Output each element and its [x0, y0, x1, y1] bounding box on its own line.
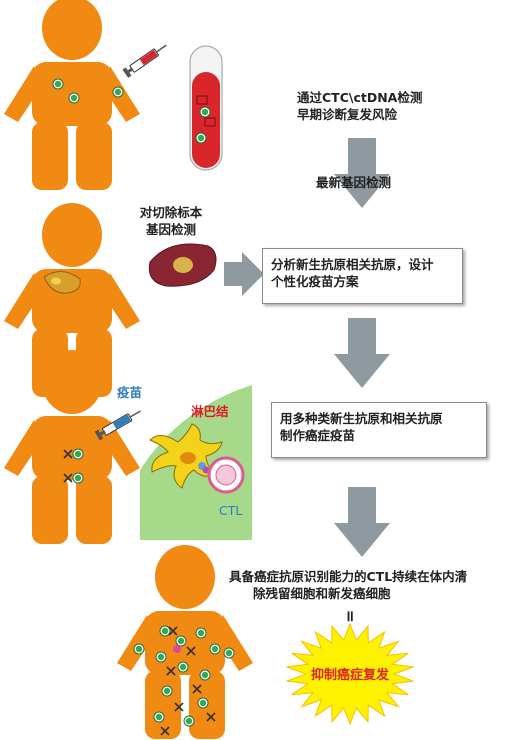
- step4-line1: 具备癌症抗原识别能力的CTL持续在体内清: [229, 569, 468, 584]
- design-line2: 个性化疫苗方案: [271, 274, 359, 289]
- gene-test-label: 最新基因检测: [316, 175, 392, 190]
- vaccine-label: 疫苗: [117, 385, 143, 400]
- step4-description: 具备癌症抗原识别能力的CTL持续在体内清 除残留细胞和新发癌细胞: [229, 568, 499, 602]
- liver-specimen-icon: [148, 243, 217, 287]
- arrow-down-2: [334, 318, 390, 388]
- arrow-right-1: [224, 252, 264, 296]
- ctl-cell-icon: [207, 456, 245, 494]
- step1-line1: 通过CTC\ctDNA检测: [297, 90, 423, 105]
- resection-label: 对切除标本 基因检测: [134, 204, 208, 238]
- step4-line2: 除残留细胞和新发癌细胞: [253, 586, 391, 601]
- arrow-down-3: [334, 487, 390, 557]
- lymph-node-label: 淋巴结: [191, 404, 229, 419]
- dendritic-cell-icon: [149, 423, 223, 489]
- arrow-down-1: [334, 138, 390, 208]
- design-line1: 分析新生抗原相关抗原，设计: [271, 257, 434, 272]
- person-4: [117, 545, 253, 739]
- person-2: [4, 203, 140, 397]
- result-burst: [286, 622, 414, 726]
- result-label: 抑制癌症复发: [310, 668, 389, 683]
- equals-sign: ॥: [345, 607, 354, 625]
- vaccine-design-box: 分析新生抗原相关抗原，设计 个性化疫苗方案: [262, 248, 463, 304]
- person-3: [4, 350, 140, 544]
- step1-description: 通过CTC\ctDNA检测 早期诊断复发风险: [297, 89, 487, 123]
- blood-test-tube-icon: [189, 45, 223, 171]
- production-line2: 制作癌症疫苗: [280, 428, 356, 443]
- vaccine-production-box: 用多种类新生抗原和相关抗原 制作癌症疫苗: [271, 402, 487, 458]
- resection-line2: 基因检测: [145, 222, 196, 237]
- person-1: [4, 0, 140, 190]
- resection-line1: 对切除标本: [139, 205, 203, 220]
- production-line1: 用多种类新生抗原和相关抗原: [280, 411, 443, 426]
- step1-line2: 早期诊断复发风险: [297, 107, 398, 122]
- syringe-icon: [121, 40, 170, 79]
- ctl-label: CTL: [219, 503, 243, 518]
